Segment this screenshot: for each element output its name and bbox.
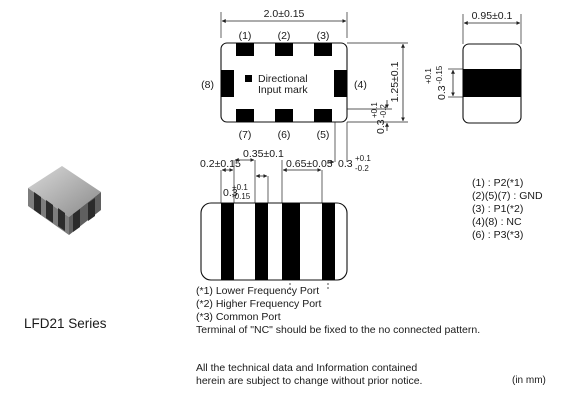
bottom-stripe-1 bbox=[221, 203, 234, 280]
bottom-edge-dim: 0.2±0.15 bbox=[200, 158, 241, 170]
bottom-side-dim-tol-upper: +0.1 bbox=[355, 154, 371, 163]
pin-label-7: (7) bbox=[239, 129, 252, 141]
series-name: LFD21 Series bbox=[24, 316, 107, 331]
pin-assignment-4: (4)(8) : NC bbox=[472, 216, 522, 228]
top-height-dim: 1.25±0.1 bbox=[389, 61, 401, 102]
top-terminal-dim-base: 0.3 bbox=[375, 119, 387, 134]
bottom-stripe-2 bbox=[255, 203, 268, 280]
unit-label: (in mm) bbox=[512, 375, 546, 386]
note-1: (*1) Lower Frequency Port bbox=[196, 285, 320, 297]
pin-label-3: (3) bbox=[317, 30, 330, 42]
terminal-5 bbox=[314, 109, 332, 122]
terminal-6 bbox=[275, 109, 293, 122]
terminal-3 bbox=[314, 43, 332, 56]
terminal-2 bbox=[275, 43, 293, 56]
pin-label-8: (8) bbox=[201, 79, 214, 91]
side-width-dim: 0.95±0.1 bbox=[472, 10, 513, 22]
top-terminal-dim-tol-lower: -0.2 bbox=[379, 104, 388, 118]
side-band bbox=[463, 69, 521, 97]
bottom-terminal-dim-tol-upper: +0.1 bbox=[232, 183, 248, 192]
bottom-stripe-3 bbox=[282, 203, 300, 280]
pin-label-4: (4) bbox=[354, 79, 367, 91]
bottom-side-dim-base: 0.3 bbox=[338, 158, 353, 170]
pin-assignment-list: (1) : P2(*1) (2)(5)(7) : GND (3) : P1(*2… bbox=[472, 177, 543, 242]
top-terminal-dim-tol-upper: +0.1 bbox=[370, 102, 379, 118]
pin-assignment-2: (2)(5)(7) : GND bbox=[472, 190, 543, 202]
disclaimer-line-2: herein are subject to change without pri… bbox=[196, 375, 423, 387]
chip-photo bbox=[28, 166, 101, 235]
pin-label-2: (2) bbox=[278, 30, 291, 42]
notes: (*1) Lower Frequency Port (*2) Higher Fr… bbox=[196, 285, 480, 337]
note-3: (*3) Common Port bbox=[196, 311, 281, 323]
bottom-view: 0.35±0.1 0.2±0.15 0.65±0.05 0.3 +0.1 -0.… bbox=[200, 122, 371, 291]
mark-text-2: Input mark bbox=[258, 84, 308, 96]
bottom-side-dim-tol-lower: -0.2 bbox=[355, 164, 369, 173]
side-view: 0.95±0.1 0.3 +0.1 -0.15 bbox=[424, 10, 522, 124]
disclaimer-line-1: All the technical data and Information c… bbox=[196, 362, 418, 374]
terminal-1 bbox=[236, 43, 254, 56]
side-band-dim-tol-lower: -0.15 bbox=[435, 65, 444, 84]
pin-label-6: (6) bbox=[278, 129, 291, 141]
note-4: Terminal of "NC" should be fixed to the … bbox=[196, 324, 481, 336]
bottom-span-dim: 0.65±0.05 bbox=[286, 158, 333, 170]
chip-body-bottom bbox=[200, 202, 348, 281]
note-2: (*2) Higher Frequency Port bbox=[196, 298, 322, 310]
mark-text-1: Directional bbox=[258, 73, 308, 85]
pin-label-5: (5) bbox=[317, 129, 330, 141]
pin-assignment-3: (3) : P1(*2) bbox=[472, 203, 524, 215]
top-width-dim: 2.0±0.15 bbox=[264, 8, 305, 20]
bottom-stripe-4 bbox=[322, 203, 335, 280]
pin-assignment-1: (1) : P2(*1) bbox=[472, 177, 524, 189]
bottom-pitch-dim: 0.35±0.1 bbox=[243, 148, 284, 160]
terminal-4 bbox=[334, 70, 347, 97]
side-band-dim-base: 0.3 bbox=[436, 85, 448, 100]
terminal-8 bbox=[221, 70, 234, 97]
top-view: 2.0±0.15 (1) (2) (3) Directional Input m… bbox=[201, 8, 408, 141]
side-band-dim-tol-upper: +0.1 bbox=[424, 68, 433, 84]
pin-assignment-5: (6) : P3(*3) bbox=[472, 229, 524, 241]
directional-mark bbox=[245, 75, 252, 82]
terminal-7 bbox=[236, 109, 254, 122]
pin-label-1: (1) bbox=[239, 30, 252, 42]
bottom-terminal-dim-tol-lower: -0.15 bbox=[232, 192, 251, 201]
